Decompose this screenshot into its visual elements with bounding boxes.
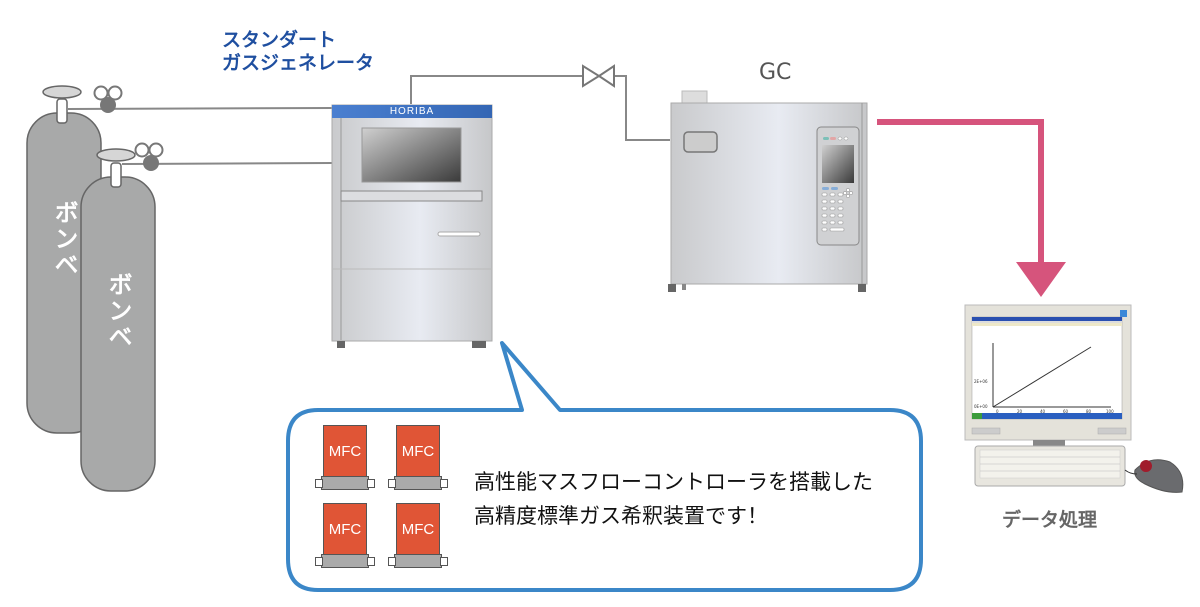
monitor-y-tick: 0E+00 (974, 404, 988, 409)
monitor-chart (992, 343, 1111, 408)
callout-line-1: 高性能マスフローコントローラを搭載した (474, 470, 873, 494)
callout-description: 高性能マスフローコントローラを搭載した 高精度標準ガス希釈装置です！ (474, 465, 873, 533)
monitor-x-tick: 80 (1086, 409, 1092, 414)
generator-label-line1: スタンダート (222, 29, 337, 51)
callout-line-2: 高精度標準ガス希釈装置です！ (474, 504, 768, 528)
horiba-brand-label: HORIBA (389, 106, 435, 117)
gc-control-panel (816, 126, 860, 246)
pressure-regulator-icon (93, 85, 123, 113)
gc-label: GC (759, 60, 792, 85)
monitor-x-tick: 60 (1063, 409, 1069, 414)
mfc-label: MFC (396, 425, 440, 477)
gas-cylinder-2 (80, 142, 164, 492)
mfc-label: MFC (396, 503, 440, 555)
mfc-unit: MFC (388, 503, 448, 575)
monitor-x-tick: 0 (996, 409, 999, 414)
data-processing-label: データ処理 (1002, 509, 1098, 531)
monitor-x-tick: 40 (1040, 409, 1046, 414)
pressure-regulator-icon (134, 142, 164, 171)
cylinder-label-2: ボンベ (104, 272, 132, 350)
trackball-mouse-icon (1124, 459, 1184, 493)
standard-gas-generator-label: スタンダート ガスジェネレータ (222, 29, 374, 75)
gas-line-to-gc (410, 75, 670, 141)
monitor-x-tick: 20 (1017, 409, 1023, 414)
mfc-label: MFC (323, 503, 367, 555)
standard-gas-generator (331, 104, 493, 348)
mfc-unit: MFC (315, 425, 375, 497)
generator-label-line2: ガスジェネレータ (222, 52, 375, 74)
mfc-unit: MFC (388, 425, 448, 497)
keyboard-icon (974, 445, 1126, 487)
data-flow-arrow (877, 119, 1066, 297)
mfc-label: MFC (323, 425, 367, 477)
gas-chromatograph (668, 90, 868, 292)
monitor-x-tick: 100 (1106, 409, 1114, 414)
computer-monitor (964, 304, 1132, 450)
callout-bubble (286, 341, 923, 592)
valve-icon[interactable] (582, 64, 615, 88)
monitor-y-tick: 2E+06 (974, 379, 988, 384)
cylinder-label-1: ボンベ (50, 200, 78, 278)
mfc-unit: MFC (315, 503, 375, 575)
